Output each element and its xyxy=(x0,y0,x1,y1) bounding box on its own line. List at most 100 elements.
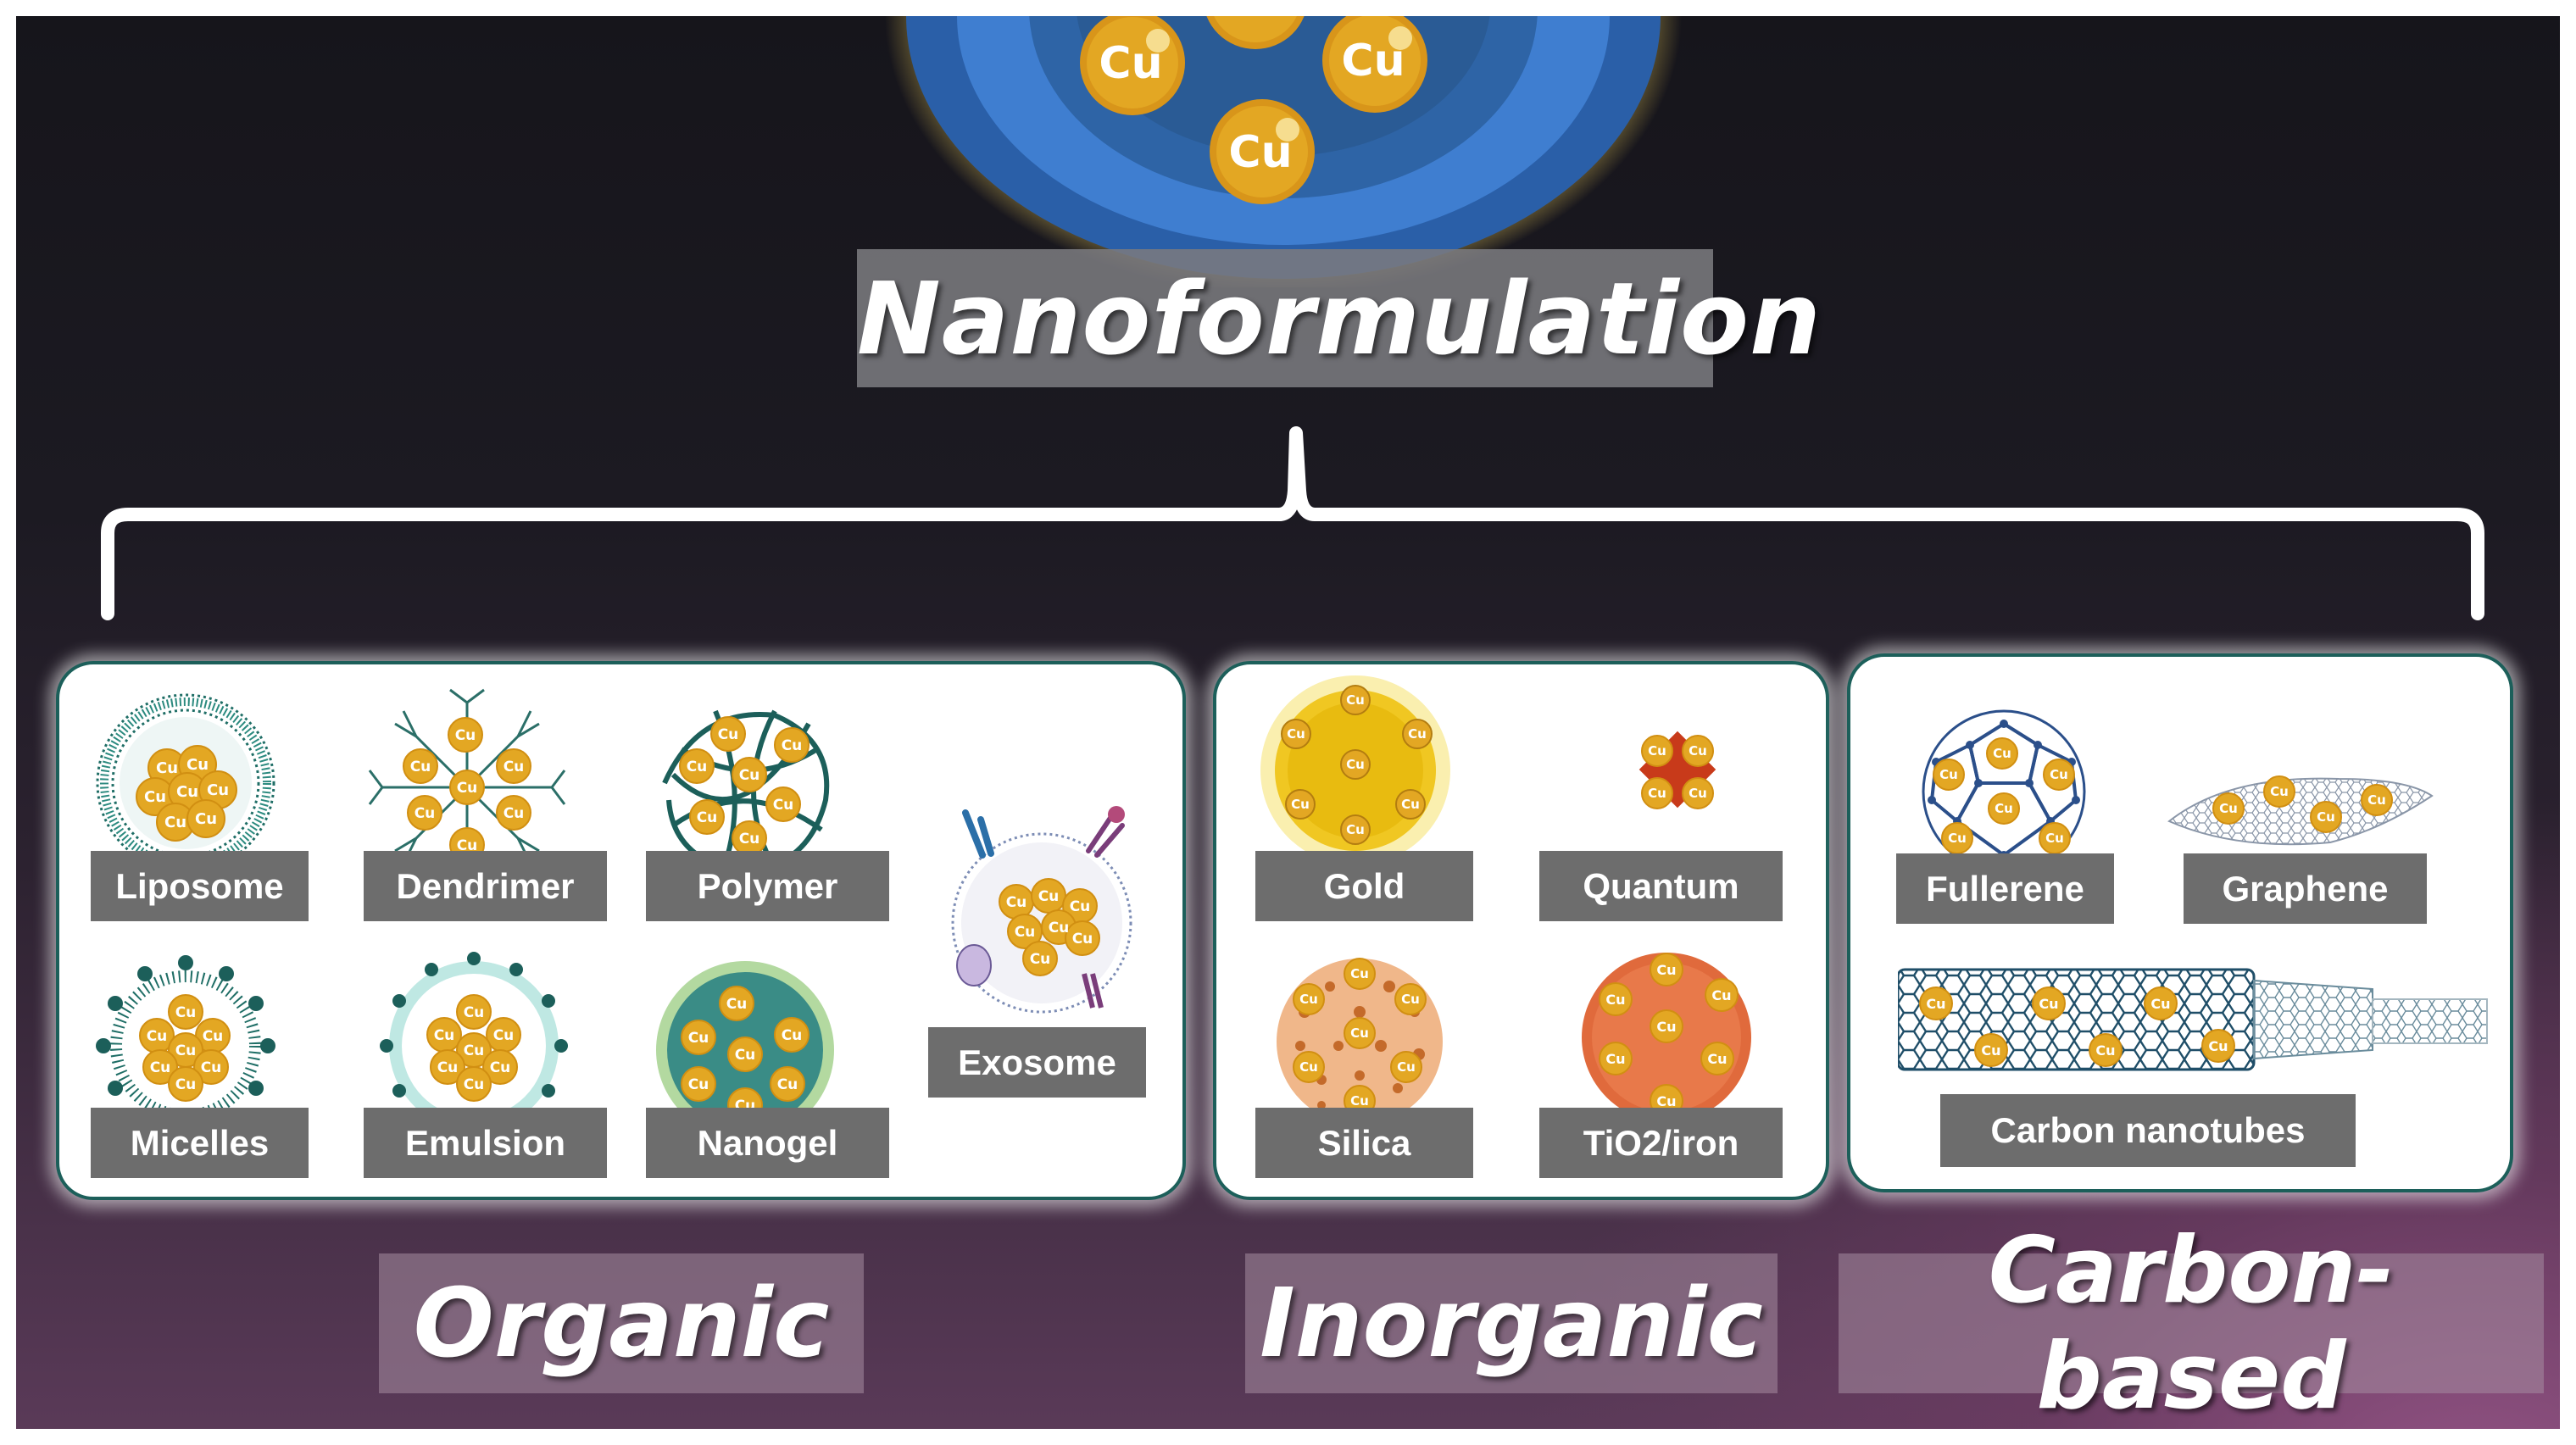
polymer-label: Polymer xyxy=(646,851,889,921)
svg-text:Cu: Cu xyxy=(2219,801,2238,816)
svg-text:Cu: Cu xyxy=(201,1059,222,1076)
svg-text:Cu: Cu xyxy=(1299,992,1318,1007)
svg-text:Cu: Cu xyxy=(147,1028,168,1045)
svg-text:Cu: Cu xyxy=(2367,792,2386,808)
svg-text:Cu: Cu xyxy=(1346,822,1365,837)
grouping-bracket xyxy=(101,426,2484,620)
svg-text:Cu: Cu xyxy=(1099,38,1162,89)
svg-text:Cu: Cu xyxy=(2095,1042,2115,1059)
svg-text:Cu: Cu xyxy=(1299,1059,1318,1075)
svg-text:Cu: Cu xyxy=(2150,996,2170,1012)
svg-text:Cu: Cu xyxy=(782,1027,803,1044)
svg-text:Cu: Cu xyxy=(1648,786,1666,801)
micelles-label: Micelles xyxy=(91,1108,309,1178)
carbon-based-title: Carbon-based xyxy=(1839,1218,2544,1429)
svg-text:Cu: Cu xyxy=(437,1059,459,1076)
svg-text:Cu: Cu xyxy=(1341,36,1405,86)
svg-text:Cu: Cu xyxy=(688,1076,709,1093)
svg-text:Cu: Cu xyxy=(1350,1025,1369,1041)
svg-text:Cu: Cu xyxy=(1397,1059,1416,1075)
svg-text:Cu: Cu xyxy=(1605,1051,1625,1067)
carbon-nanotubes-label: Carbon nanotubes xyxy=(1940,1094,2356,1167)
svg-text:Cu: Cu xyxy=(1656,1093,1676,1109)
svg-text:Cu: Cu xyxy=(1948,831,1967,846)
svg-text:Cu: Cu xyxy=(1408,726,1427,742)
svg-text:Cu: Cu xyxy=(687,759,708,775)
svg-text:Cu: Cu xyxy=(207,781,229,799)
svg-text:Cu: Cu xyxy=(1291,797,1310,812)
svg-text:Cu: Cu xyxy=(1038,888,1060,905)
svg-text:Cu: Cu xyxy=(1689,786,1707,801)
svg-text:Cu: Cu xyxy=(1981,1042,2000,1059)
svg-text:Cu: Cu xyxy=(176,783,198,801)
svg-text:Cu: Cu xyxy=(1006,894,1027,911)
liposome-label: Liposome xyxy=(91,851,309,921)
organic-title: Organic xyxy=(379,1253,864,1393)
svg-text:Cu: Cu xyxy=(739,767,760,784)
svg-text:Cu: Cu xyxy=(186,756,209,774)
svg-text:Cu: Cu xyxy=(1707,1051,1727,1067)
svg-text:Cu: Cu xyxy=(156,759,178,777)
svg-text:Cu: Cu xyxy=(434,1027,455,1044)
svg-text:Cu: Cu xyxy=(1287,726,1305,742)
svg-text:Cu: Cu xyxy=(1605,992,1625,1008)
svg-text:Cu: Cu xyxy=(1030,951,1051,968)
svg-text:Cu: Cu xyxy=(195,810,217,828)
svg-text:Cu: Cu xyxy=(1072,931,1093,948)
svg-text:Cu: Cu xyxy=(464,1042,485,1059)
svg-text:Cu: Cu xyxy=(464,1076,485,1093)
svg-text:Cu: Cu xyxy=(144,788,166,806)
svg-text:Cu: Cu xyxy=(688,1030,709,1047)
svg-text:Cu: Cu xyxy=(2039,996,2058,1012)
svg-text:Cu: Cu xyxy=(455,727,476,744)
svg-text:Cu: Cu xyxy=(2045,831,2064,846)
copper-nanoparticle-icon: Cu Cu Cu Cu xyxy=(885,16,1682,287)
gold-label: Gold xyxy=(1255,851,1473,921)
svg-text:Cu: Cu xyxy=(782,737,803,754)
svg-text:Cu: Cu xyxy=(203,1028,224,1045)
svg-text:Cu: Cu xyxy=(175,1076,197,1093)
svg-text:Cu: Cu xyxy=(1350,966,1369,981)
svg-text:Cu: Cu xyxy=(490,1059,511,1076)
inorganic-title: Inorganic xyxy=(1245,1253,1778,1393)
svg-text:Cu: Cu xyxy=(150,1059,171,1076)
svg-text:Cu: Cu xyxy=(1015,924,1036,941)
exosome-label: Exosome xyxy=(928,1027,1146,1098)
svg-text:Cu: Cu xyxy=(1689,743,1707,759)
fullerene-label: Fullerene xyxy=(1896,853,2114,924)
nanogel-label: Nanogel xyxy=(646,1108,889,1178)
svg-text:Cu: Cu xyxy=(1656,1019,1676,1035)
svg-text:Cu: Cu xyxy=(1711,987,1731,1003)
svg-text:Cu: Cu xyxy=(1401,992,1420,1007)
svg-text:Cu: Cu xyxy=(410,759,431,775)
svg-text:Cu: Cu xyxy=(464,1004,485,1021)
svg-text:Cu: Cu xyxy=(2050,767,2068,782)
svg-text:Cu: Cu xyxy=(414,805,436,822)
emulsion-label: Emulsion xyxy=(364,1108,607,1178)
svg-text:Cu: Cu xyxy=(493,1027,515,1044)
central-cu-particles: Cu Cu Cu Cu xyxy=(1080,16,1427,204)
graphene-label: Graphene xyxy=(2184,853,2427,924)
svg-text:Cu: Cu xyxy=(1346,757,1365,772)
svg-text:Cu: Cu xyxy=(1995,801,2013,816)
svg-text:Cu: Cu xyxy=(1070,898,1091,915)
svg-text:Cu: Cu xyxy=(1221,16,1285,23)
dendrimer-label: Dendrimer xyxy=(364,851,607,921)
svg-text:Cu: Cu xyxy=(175,1042,197,1059)
svg-text:Cu: Cu xyxy=(777,1076,798,1093)
svg-text:Cu: Cu xyxy=(1939,767,1958,782)
svg-text:Cu: Cu xyxy=(726,996,748,1013)
svg-text:Cu: Cu xyxy=(2208,1038,2228,1054)
